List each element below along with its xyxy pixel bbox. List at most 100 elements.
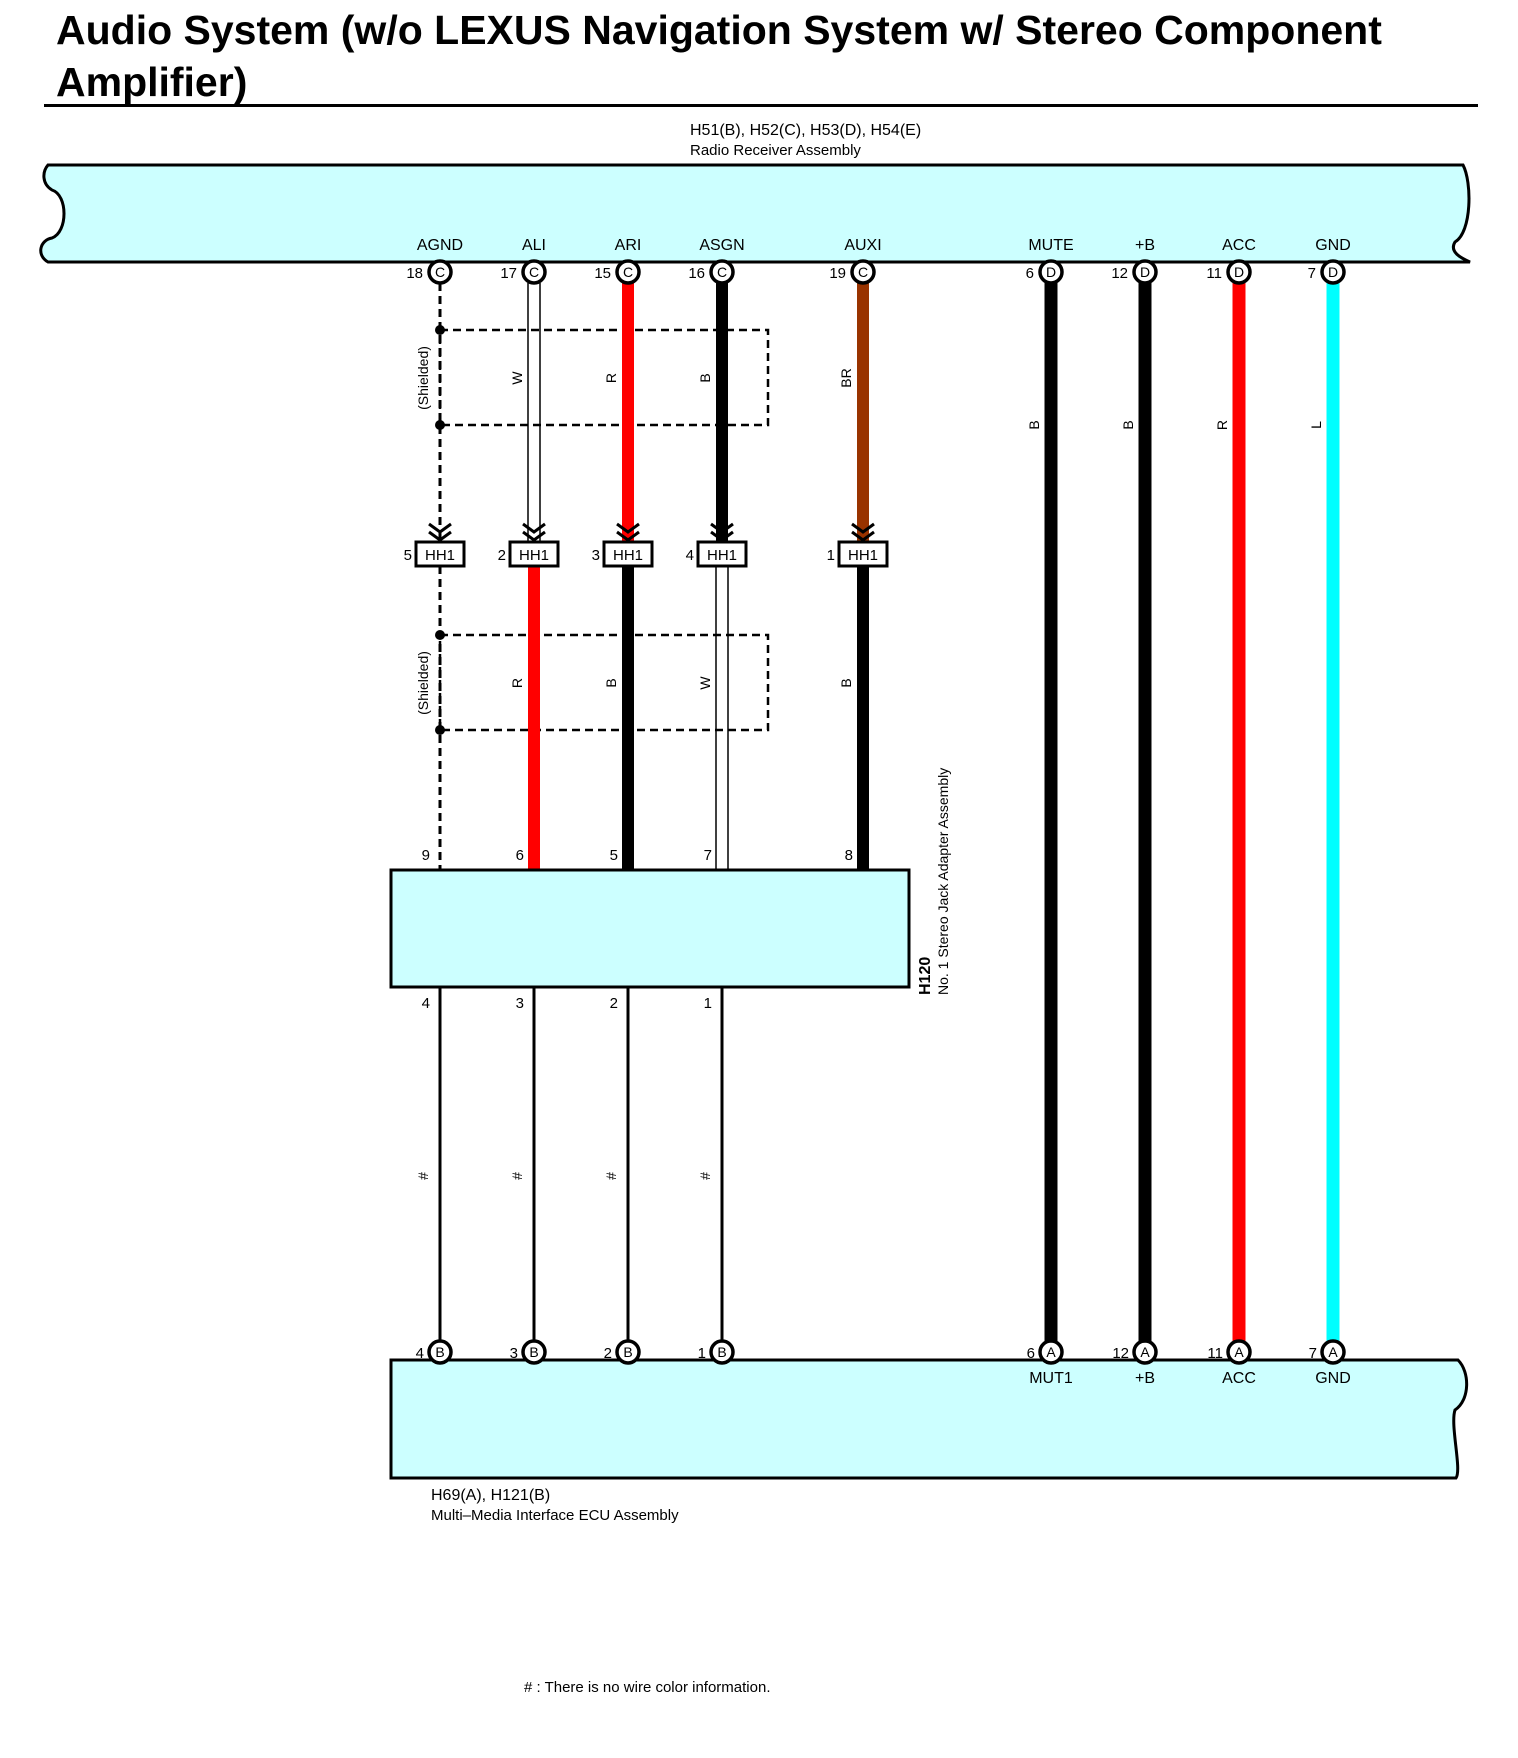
title-rule: [44, 104, 1478, 107]
top-pin-number: 19: [829, 265, 846, 282]
junction-arrow: [851, 522, 875, 542]
ecu-terminal-b1: B: [709, 1339, 735, 1365]
top-pin-number: 15: [594, 265, 611, 282]
junction-arrow: [428, 522, 452, 542]
wire-hh1-pin-4: [715, 566, 729, 870]
ecu-pin-number: 1: [698, 1345, 706, 1362]
unknown-color-mark: #: [697, 1172, 713, 1180]
top-terminal-label-gnd: GND: [1315, 237, 1351, 254]
stereo-jack-adapter-name: No. 1 Stereo Jack Adapter Assembly: [935, 768, 951, 995]
ecu-pin-number: 4: [416, 1345, 424, 1362]
unknown-color-mark: #: [603, 1172, 619, 1180]
adapter-bottom-pin: 2: [610, 995, 618, 1012]
junction-name: HH1: [707, 547, 737, 564]
top-terminal-label-auxi: AUXI: [844, 237, 881, 254]
adapter-top-pin: 5: [610, 847, 618, 864]
top-terminal-label-mute: MUTE: [1028, 237, 1073, 254]
wire-color-label: R: [1214, 420, 1230, 430]
top-terminal-gnd: D: [1320, 259, 1346, 285]
adapter-bottom-pin: 1: [704, 995, 712, 1012]
ecu-terminal-label: +B: [1135, 1370, 1155, 1387]
top-terminal-agnd: C: [427, 259, 453, 285]
terminal-letter: A: [1046, 1344, 1056, 1360]
top-terminal-acc: D: [1226, 259, 1252, 285]
shield-lower: (Shielded): [415, 630, 770, 735]
adapter-top-pin: 6: [516, 847, 524, 864]
terminal-letter: D: [1328, 264, 1338, 280]
top-pin-number: 11: [1206, 265, 1222, 282]
ecu-terminal-b3: B: [521, 1339, 547, 1365]
multimedia-ecu-name: Multi–Media Interface ECU Assembly: [431, 1507, 679, 1524]
wire-color-label: W: [697, 676, 713, 690]
shield-upper: (Shielded): [415, 325, 770, 430]
wire-color-label: B: [1026, 420, 1042, 429]
terminal-letter: D: [1140, 264, 1150, 280]
junction-name: HH1: [613, 547, 643, 564]
junction-pin-number: 4: [686, 547, 694, 564]
adapter-top-pin: 9: [422, 847, 430, 864]
top-pin-number: 12: [1111, 265, 1128, 282]
shielded-label-lower: (Shielded): [415, 651, 431, 715]
ecu-terminal-a7: A: [1320, 1339, 1346, 1365]
terminal-letter: C: [717, 264, 727, 280]
wire-ali-upper: [527, 283, 541, 542]
terminal-letter: D: [1234, 264, 1244, 280]
wire-color-label: R: [603, 373, 619, 383]
ecu-terminal-a12: A: [1132, 1339, 1158, 1365]
ecu-pin-number: 11: [1207, 1345, 1223, 1362]
unknown-color-mark: #: [509, 1172, 525, 1180]
wire-color-label: B: [838, 678, 854, 687]
top-pin-number: 17: [500, 265, 517, 282]
stereo-jack-adapter-id: H120: [917, 957, 934, 995]
radio-receiver-body: [39, 163, 1471, 264]
page-title: Audio System (w/o LEXUS Navigation Syste…: [56, 7, 1382, 105]
terminal-letter: C: [529, 264, 539, 280]
ecu-terminal-a11: A: [1226, 1339, 1252, 1365]
ecu-pin-number: 2: [604, 1345, 612, 1362]
top-terminal-b: D: [1132, 259, 1158, 285]
top-pin-number: 7: [1308, 265, 1316, 282]
terminal-letter: D: [1046, 264, 1056, 280]
unknown-color-mark: #: [415, 1172, 431, 1180]
top-terminal-label-agnd: AGND: [417, 237, 463, 254]
top-terminal-label-acc: ACC: [1222, 237, 1256, 254]
multimedia-interface-ecu: H69(A), H121(B) Multi–Media Interface EC…: [389, 1358, 1469, 1524]
top-pin-number: 16: [688, 265, 705, 282]
radio-receiver-connectors: H51(B), H52(C), H53(D), H54(E): [690, 122, 921, 139]
wire-color-label: B: [697, 373, 713, 382]
wire-color-label: BR: [838, 368, 854, 387]
top-terminal-label-ari: ARI: [615, 237, 642, 254]
junction-name: HH1: [519, 547, 549, 564]
terminal-letter: A: [1140, 1344, 1150, 1360]
ecu-pin-number: 12: [1112, 1345, 1129, 1362]
wire-color-label: B: [1120, 420, 1136, 429]
junction-pin-number: 3: [592, 547, 600, 564]
radio-receiver-name: Radio Receiver Assembly: [690, 142, 861, 159]
junction-hh1-pin: HH1 4: [686, 540, 748, 568]
top-terminal-label-b: +B: [1135, 237, 1155, 254]
terminal-letter: B: [717, 1344, 726, 1360]
terminal-letter: C: [435, 264, 445, 280]
shielded-label-upper: (Shielded): [415, 346, 431, 410]
top-terminal-ali: C: [521, 259, 547, 285]
radio-receiver-assembly: H51(B), H52(C), H53(D), H54(E) Radio Rec…: [39, 122, 1471, 264]
adapter-top-pin: 7: [704, 847, 712, 864]
wire-color-label: R: [509, 678, 525, 688]
ecu-terminal-label: MUT1: [1029, 1370, 1073, 1387]
ecu-terminal-label: GND: [1315, 1370, 1351, 1387]
wire-color-label: B: [603, 678, 619, 687]
top-terminal-label-asgn: ASGN: [699, 237, 744, 254]
junction-pin-number: 5: [404, 547, 412, 564]
ecu-pin-number: 7: [1309, 1345, 1317, 1362]
adapter-bottom-pin: 3: [516, 995, 524, 1012]
ecu-pin-number: 3: [510, 1345, 518, 1362]
adapter-top-pin: 8: [845, 847, 853, 864]
terminal-letter: B: [529, 1344, 538, 1360]
top-pin-number: 6: [1026, 265, 1034, 282]
